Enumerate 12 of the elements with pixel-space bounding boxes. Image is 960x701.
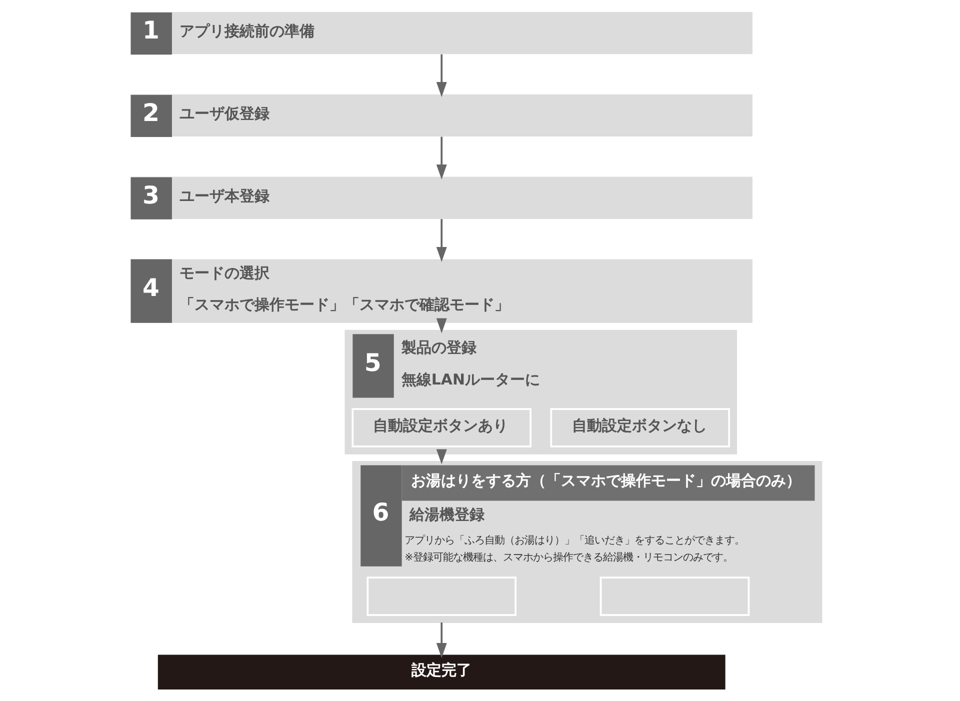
node-box: 自動設定ボタンなし	[550, 408, 730, 448]
node-box	[600, 576, 750, 616]
arrow	[436, 449, 447, 464]
arrow	[436, 54, 447, 98]
arrow	[436, 219, 447, 262]
node-box: 設定完了	[158, 654, 726, 690]
node-box: 自動設定ボタンあり	[352, 408, 532, 448]
node-box	[366, 576, 517, 616]
arrow	[436, 136, 447, 180]
arrow	[436, 622, 447, 658]
cluster: 6 お湯はりをする方（「スマホで操作モード」の場合のみ） 給湯機登録 アプリから「ふろ自動（お湯はり）」「追いだき」をすることができます。 ※登録可能な機種は、スマホから操作できる給湯機・リモコンのみです。	[352, 460, 822, 623]
arrow	[436, 318, 447, 334]
